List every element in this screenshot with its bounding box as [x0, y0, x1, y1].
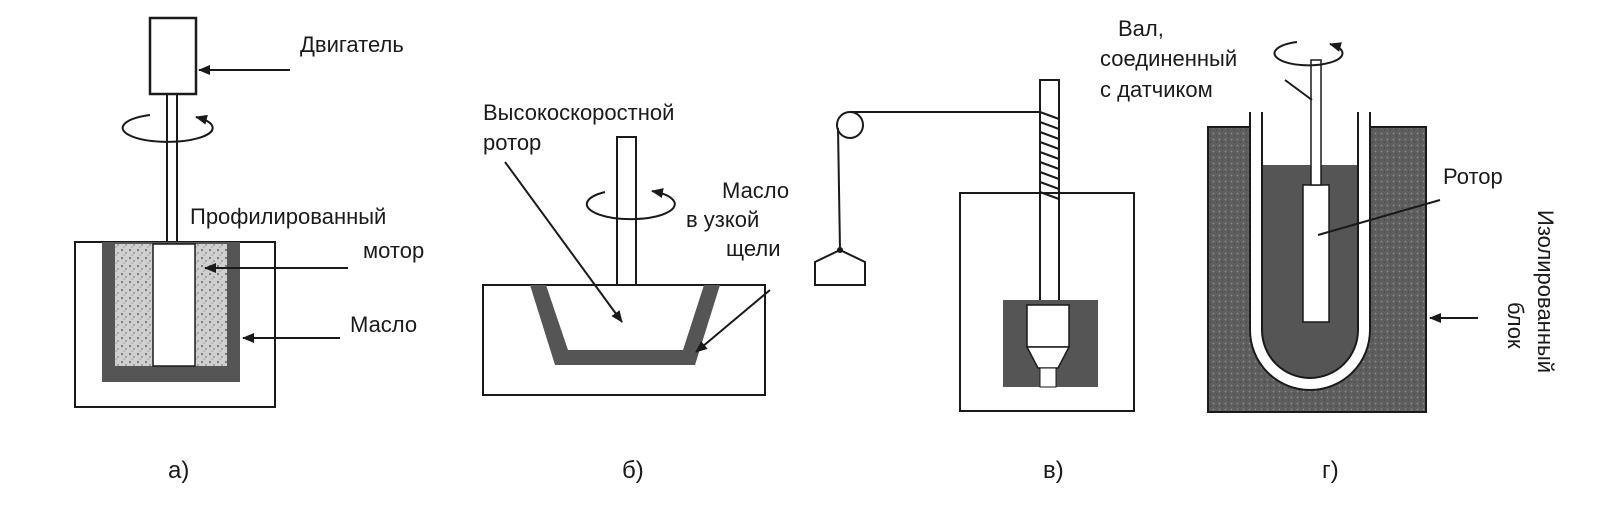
label-shaft-line1: Вал,: [1118, 16, 1164, 41]
rotation-arrow-icon: [121, 114, 214, 143]
panel-a: Двигатель Профилированный мотор Масло а): [74, 16, 424, 484]
u-tube-inner: [1261, 112, 1359, 379]
label-rotor-line1: Высокоскоростной: [483, 100, 674, 125]
cord-vertical: [837, 127, 841, 251]
caption-v: в): [1043, 457, 1064, 484]
oil-gap-leader: [695, 289, 771, 353]
label-oil-gap-line1: Масло: [722, 178, 789, 203]
cone-tip: [1025, 346, 1071, 369]
caption-g: г): [1322, 457, 1339, 484]
label-rotor-line2: ротор: [483, 130, 541, 155]
oil-gap: [530, 285, 720, 365]
motor-box: [148, 16, 198, 96]
label-motor: Двигатель: [300, 32, 404, 57]
label-block-line2: блок: [1503, 302, 1528, 349]
panel-v: в): [814, 79, 1135, 484]
rotor-body: [1302, 184, 1330, 323]
pulley: [836, 111, 864, 139]
label-shaft-line3: с датчиком: [1100, 77, 1213, 102]
shaft-leader: [1284, 79, 1313, 101]
weight-pan: [814, 248, 866, 286]
label-profiled-rotor-line2: мотор: [363, 238, 424, 263]
speckled-fill-left: [115, 244, 153, 366]
caption-b: б): [622, 457, 644, 484]
label-shaft-line2: соединенный: [1100, 46, 1237, 71]
label-oil: Масло: [350, 312, 417, 337]
rotor-leader: [504, 161, 623, 323]
shaft: [1310, 59, 1322, 186]
speckled-fill-right: [195, 244, 227, 366]
label-block-line1: Изолированный: [1533, 210, 1558, 373]
label-block: Изолированный блок: [1503, 210, 1558, 373]
weight-hook: [837, 247, 843, 253]
rotor-leader: [1317, 199, 1441, 236]
base-block: [482, 284, 766, 396]
caption-a: а): [168, 457, 189, 484]
rotation-arrow-icon: [585, 188, 676, 221]
cup-rotor: [1026, 304, 1070, 348]
panel-b: Высокоскоростной ротор Масло в узкой щел…: [482, 100, 789, 484]
rotor-shaft: [616, 136, 637, 286]
label-rotor: Ротор: [1443, 164, 1503, 189]
label-profiled-rotor-line1: Профилированный: [190, 204, 386, 229]
label-oil-gap-line2: в узкой: [686, 207, 759, 232]
rotation-arrow-icon: [1273, 41, 1344, 67]
label-oil-gap-line3: щели: [726, 236, 780, 261]
housing: [959, 192, 1135, 412]
cup-bottom-gap: [1039, 367, 1057, 388]
panel-g: Вал, соединенный с датчиком Ротор Изолир…: [1100, 16, 1558, 484]
profiled-rotor: [152, 243, 196, 367]
